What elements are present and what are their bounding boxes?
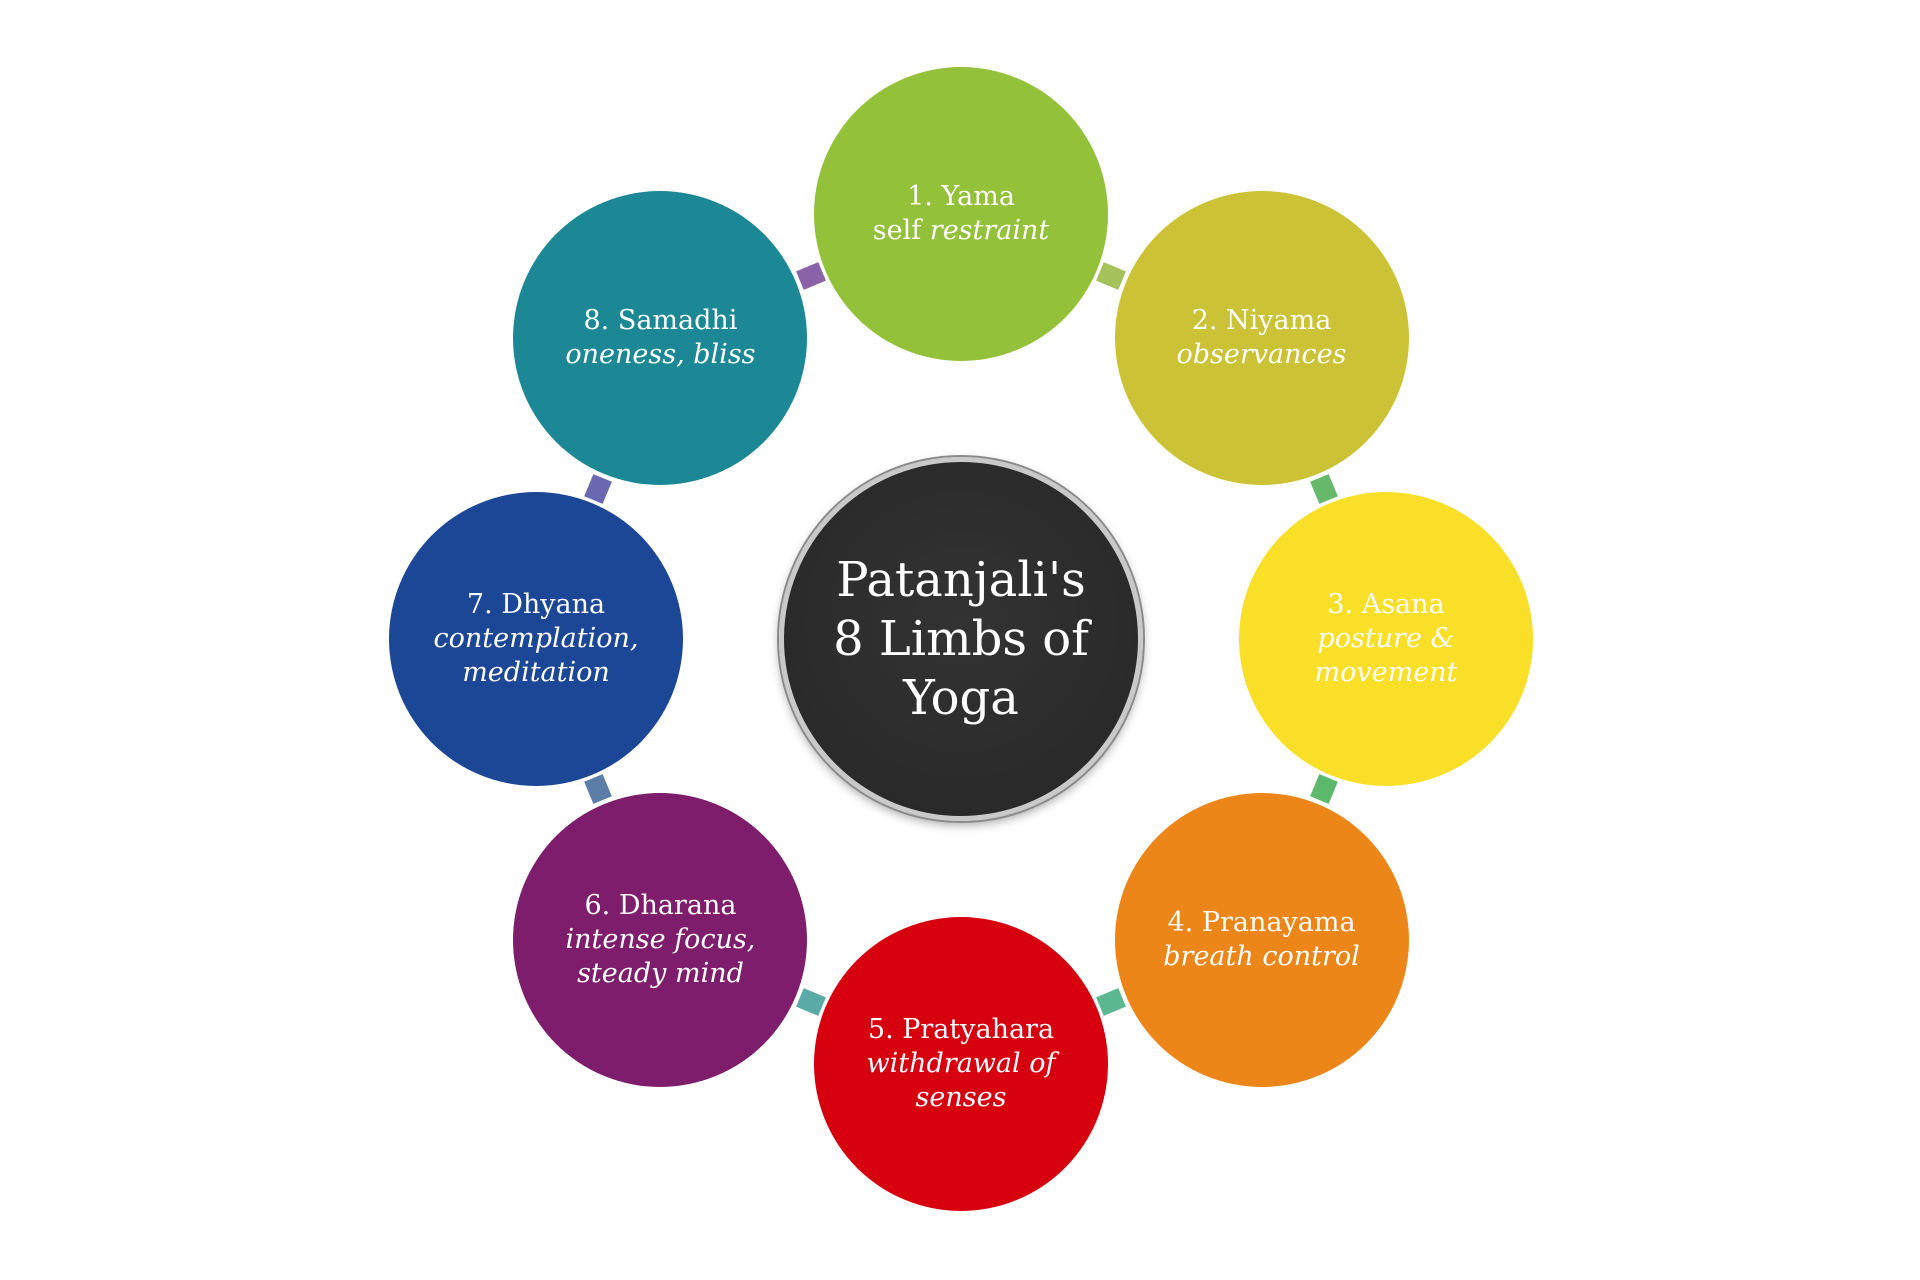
limb-subtitle-italic: oneness, bliss (565, 339, 756, 371)
limb-subtitle: contemplation, meditation (429, 622, 643, 690)
limb-title: 7. Dhyana (466, 589, 606, 620)
limb-subtitle-italic: contemplation, meditation (433, 623, 639, 688)
limb-subtitle-italic: restraint (929, 215, 1050, 246)
limb-subtitle: posture & movement (1279, 622, 1493, 690)
limb-title: 2. Niyama (1191, 305, 1332, 337)
limb-subtitle-plain: self (872, 215, 930, 246)
limb-subtitle: self restraint (873, 214, 1050, 248)
limb-title: 3. Asana (1327, 589, 1445, 620)
limb-subtitle-italic: posture & movement (1314, 623, 1458, 688)
limb-subtitle: withdrawal of senses (854, 1047, 1068, 1115)
center-title-circle: Patanjali's 8 Limbs of Yoga (779, 457, 1143, 821)
connector-2-3 (1309, 473, 1338, 504)
limb-subtitle-italic: withdrawal of senses (866, 1048, 1056, 1113)
limb-title: 6. Dharana (584, 889, 737, 921)
connector-7-8 (584, 473, 613, 504)
limb-subtitle: intense focus, steady mind (553, 923, 767, 991)
limb-subtitle-italic: intense focus, steady mind (565, 923, 756, 989)
limb-subtitle: breath control (1163, 940, 1360, 974)
connector-6-7 (584, 774, 613, 805)
connector-1-2 (1096, 262, 1127, 291)
limb-subtitle: observances (1177, 338, 1347, 372)
limb-title: 4. Pranayama (1167, 906, 1356, 938)
connector-3-4 (1309, 774, 1338, 805)
limb-title: 5. Pratyahara (867, 1014, 1055, 1045)
limb-subtitle-italic: breath control (1163, 940, 1360, 972)
connector-4-5 (1096, 987, 1127, 1016)
connector-5-6 (795, 987, 826, 1016)
limb-subtitle: oneness, bliss (565, 338, 755, 372)
limb-title: 8. Samadhi (583, 305, 738, 337)
limb-title: 1. Yama (907, 181, 1015, 212)
connector-8-1 (795, 262, 826, 291)
limb-subtitle-italic: observances (1176, 339, 1347, 371)
